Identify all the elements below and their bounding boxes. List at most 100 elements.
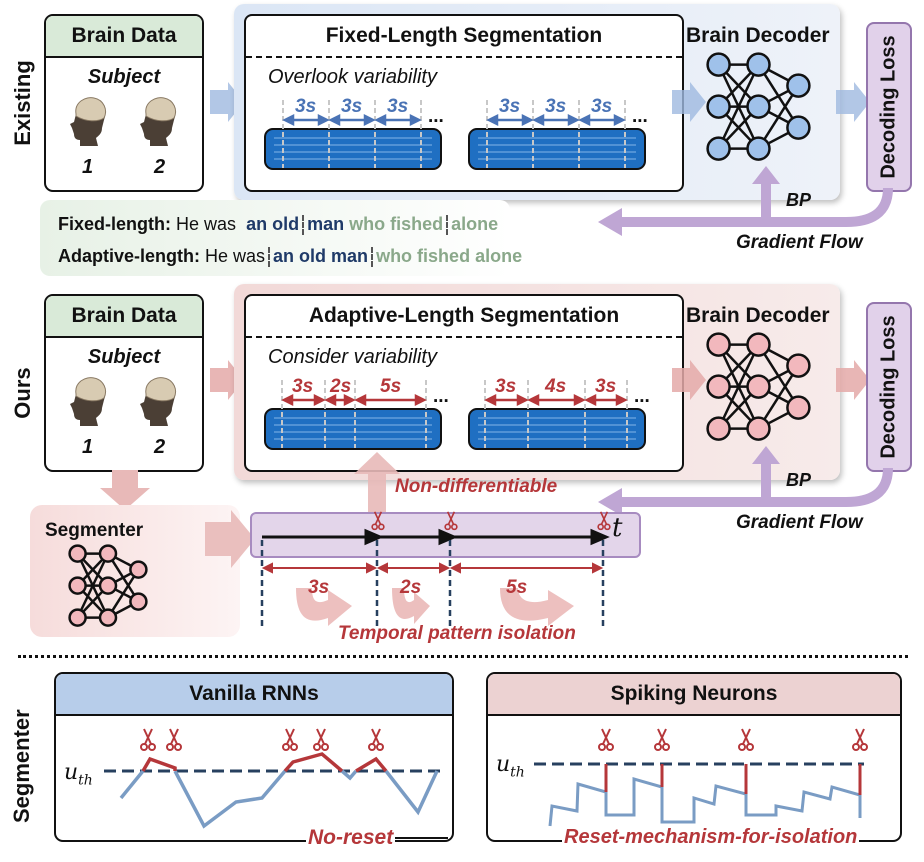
signal-bar-ours-a [264,408,442,450]
scissors-icon [166,728,182,751]
threshold-symbol: u [64,760,79,785]
bp-label: BP [786,470,812,490]
sentence-prefix: He was [205,246,266,266]
threshold-subscript: th [510,764,525,781]
network-edge [76,553,110,619]
network-edge [106,568,140,619]
segment-length-label: 5s [506,577,528,598]
gradient-flow-arrow-icon [598,446,893,516]
segment-length-label: 3s [341,96,363,117]
spiking-neurons-card: Spiking Neurons [486,672,902,842]
spiking-neurons-title: Spiking Neurons [488,674,900,716]
brain-decoder-title: Brain Decoder [686,304,830,327]
network-node [746,94,771,119]
brain-decoder-title: Brain Decoder [686,24,830,47]
network-node [68,576,87,595]
ellipsis: ... [428,106,444,127]
brain-head-icon-2 [140,97,177,146]
segment-length-label: 3s [308,577,330,598]
time-axis-label: t [612,513,623,543]
brain-data-card-existing: Brain Data Subject 1 2 [44,14,204,192]
no-reset-caption: No-reset [306,826,396,850]
fixed-segmentation-subtitle: Overlook variability [268,66,437,88]
scissors-icon [444,511,458,531]
isolation-curve-icon [296,588,352,626]
isolation-curve-icon [392,588,430,624]
segment-length-label: 4s [545,376,567,397]
scissors-icon [738,728,754,751]
scissors-icon [597,511,611,531]
sentence-part: who fished [349,214,444,234]
network-node [98,608,118,627]
arrow-down-icon [100,470,150,510]
ellipsis: ... [634,386,650,407]
brain-data-card-ours: Brain Data Subject 1 2 [44,294,204,472]
gradient-flow-label: Gradient Flow [736,512,863,533]
network-node [68,608,87,627]
segment-length-label: 3s [292,376,314,397]
segment-length-label: 3s [499,96,521,117]
neural-network-icon [68,544,148,627]
signal-bar-existing-a [264,128,442,170]
network-edge [717,64,760,150]
subject-number-1: 1 [82,156,94,178]
subject-number-2: 2 [154,436,166,458]
segment-length-label: 3s [591,96,613,117]
temporal-isolation-label: Temporal pattern isolation [338,623,576,644]
sentence-prefix: He was [176,214,237,234]
section-divider [18,655,908,658]
scissors-icon [852,728,868,751]
neural-network-icon [706,52,811,161]
network-node [746,52,771,77]
arrow-right-icon [836,82,870,122]
segment-length-label: 3s [295,96,317,117]
arrow-right-icon [672,82,706,122]
segment-length-label: 3s [495,376,517,397]
threshold-symbol: u [496,752,511,777]
segment-length-label: 3s [545,96,567,117]
segment-length-label: 3s [595,376,617,397]
network-edge [757,364,800,430]
network-node [706,52,731,77]
segment-length-label: 3s [387,96,409,117]
arrow-right-icon [672,360,706,400]
scissors-icon [368,728,384,751]
gradient-flow-arrow-icon [598,166,893,236]
segment-divider [371,247,374,268]
network-node [786,353,811,378]
brain-data-title: Brain Data [46,16,202,58]
network-node [129,592,148,611]
network-node [706,332,731,357]
subject-number-2: 2 [154,156,166,178]
gradient-flow-label: Gradient Flow [736,232,863,253]
brain-data-title: Brain Data [46,296,202,338]
fixed-segmentation-box: Fixed-Length Segmentation Overlook varia… [244,14,684,192]
sentence-part: who fished alone [376,246,523,266]
fixed-segmentation-title: Fixed-Length Segmentation [246,16,682,58]
network-node [746,136,771,161]
timeline-diagram [260,528,610,626]
segment-divider [446,215,449,236]
segment-length-label: 5s [380,376,402,397]
adaptive-segmentation-subtitle: Consider variability [268,346,437,368]
neural-network-icon [706,332,811,441]
threshold-label: uth [64,760,93,788]
sentence-part: man [307,214,345,234]
scissors-icon [313,728,329,751]
network-node [706,374,731,399]
network-node [98,544,118,563]
signal-bar-existing-b [468,128,646,170]
arrow-right-icon [836,360,870,400]
network-node [98,576,118,595]
sentence-part: an old man [273,246,369,266]
subject-label: Subject [87,346,161,368]
segment-markers-existing [282,100,626,168]
decoding-loss-box: Decoding Loss [866,302,912,472]
network-node [746,332,771,357]
non-differentiable-label: Non-differentiable [395,476,558,497]
adaptive-segmentation-title: Adaptive-Length Segmentation [246,296,682,338]
sentence-part: an old [246,214,300,234]
